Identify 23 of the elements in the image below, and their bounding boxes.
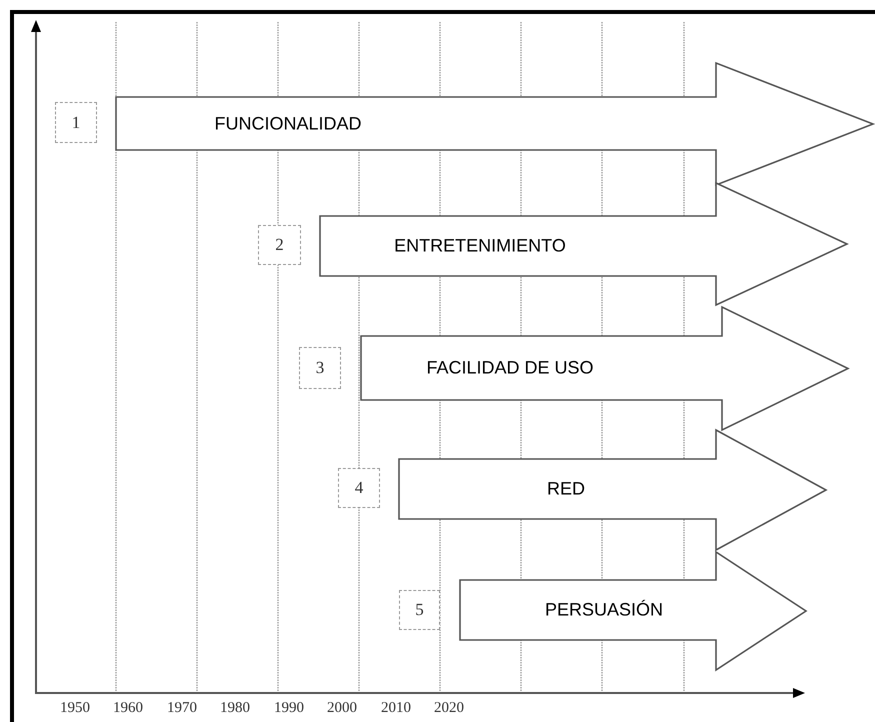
callout-number: 4 [338,468,380,508]
callout-number: 5 [399,590,440,630]
arrow-label: RED [547,478,585,500]
year-label: 1970 [167,700,197,717]
arrow-shape [399,430,826,550]
callout-number: 1 [55,102,97,143]
year-label: 1960 [113,700,143,717]
year-label: 1950 [60,700,90,717]
arrow-shape [460,552,806,670]
arrow-label: PERSUASIÓN [544,600,664,620]
year-label: 2000 [327,700,357,717]
callout-number: 2 [258,225,301,265]
arrow-label: FUNCIONALIDAD [214,113,362,134]
arrow-shape [116,63,873,185]
arrow-label: ENTRETENIMIENTO [394,236,566,256]
arrow-label: FACILIDAD DE USO [426,358,594,378]
year-label: 2010 [381,700,411,717]
year-label: 2020 [434,700,464,717]
callout-number: 3 [299,347,341,389]
year-label: 1990 [274,700,304,717]
year-label: 1980 [220,700,250,717]
arrow-shape [361,307,848,430]
arrow-shape [320,183,847,305]
